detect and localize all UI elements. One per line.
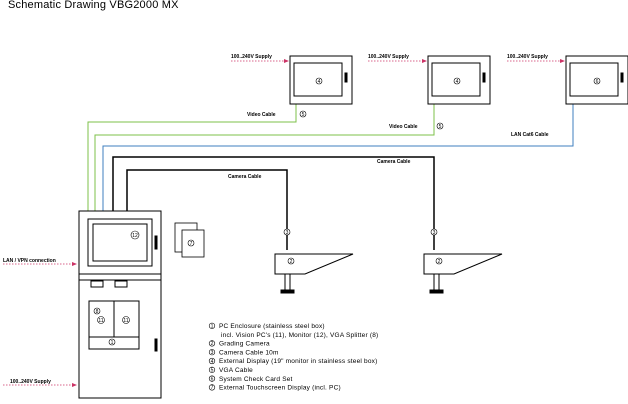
label-lan-vpn: LAN / VPN connection	[3, 258, 56, 264]
marker-enclosure-vga	[93, 307, 101, 315]
marker-video-cable-1-num: 5	[302, 112, 305, 118]
marker-enclosure-pc-2	[122, 316, 130, 324]
marker-video-cable-2-num: 5	[439, 124, 442, 130]
label-camera-cable-1: Camera Cable	[228, 174, 262, 180]
camera-cable-2	[112, 156, 435, 250]
marker-monitor-2-num: 4	[456, 79, 459, 85]
marker-camera-2-num: 2	[438, 259, 441, 265]
marker-camera-2	[435, 257, 443, 265]
marker-enclosure-monitor	[130, 230, 140, 240]
lan-cable	[102, 104, 574, 211]
grading-camera-2	[423, 253, 503, 294]
camera-cable-1	[126, 169, 288, 250]
legend-marker-num: 2	[211, 341, 214, 347]
supply-arrow-1	[231, 59, 289, 63]
marker-camera-cable-1	[283, 228, 291, 236]
legend-marker-num: 4	[211, 359, 214, 365]
marker-camera-cable-2	[430, 228, 438, 236]
marker-enclosure-base-num: 1	[111, 340, 114, 346]
label-camera-cable-2: Camera Cable	[377, 159, 411, 165]
markers	[93, 77, 601, 346]
grading-camera-1	[274, 253, 354, 294]
check-card-set	[174, 222, 205, 258]
marker-monitor-1-num: 4	[318, 79, 321, 85]
legend: 1 PC Enclosure (stainless steel box) incl.…	[208, 322, 378, 392]
marker-monitor-3-num: 6	[596, 79, 599, 85]
legend-item-text: Camera Cable 10m	[219, 349, 279, 356]
marker-enclosure-monitor-num: 12	[132, 233, 138, 239]
supply-main-arrow	[3, 383, 77, 387]
external-touch-display	[565, 55, 628, 105]
marker-numbers: 4 4 6 5 5 3 3 2 2 7 12 8 11 11 1	[96, 79, 599, 346]
external-display-1	[289, 55, 353, 105]
legend-item-text: System Check Card Set	[219, 376, 293, 383]
legend-marker	[208, 384, 216, 391]
marker-monitor-3	[593, 77, 601, 85]
legend-marker	[208, 340, 216, 347]
label-video-cable-1: Video Cable	[247, 112, 276, 118]
legend-item-text: VGA Cable	[219, 367, 253, 374]
marker-monitor-1	[315, 77, 323, 85]
label-supply-3: 100..240V Supply	[507, 54, 548, 60]
marker-enclosure-vga-num: 8	[96, 309, 99, 315]
label-lan-cable: LAN Cat6 Cable	[511, 132, 549, 138]
marker-camera-1	[287, 257, 295, 265]
page-title: Schematic Drawing VBG2000 MX	[8, 0, 179, 11]
marker-check-card-num: 7	[190, 241, 193, 247]
marker-enclosure-pc-1-num: 11	[98, 318, 103, 324]
legend-item-text: External Display (19" monitor in stainle…	[219, 358, 378, 365]
marker-camera-cable-1-num: 3	[286, 230, 289, 236]
video-cable-2	[94, 104, 435, 211]
marker-enclosure-pc-1	[97, 316, 105, 324]
marker-camera-1-num: 2	[290, 259, 293, 265]
marker-video-cable-1	[299, 110, 307, 118]
label-supply-2: 100..240V Supply	[368, 54, 409, 60]
label-supply-main: 100..240V Supply	[10, 379, 51, 385]
legend-marker	[208, 349, 216, 356]
marker-check-card	[187, 239, 195, 247]
legend-marker-num: 3	[211, 350, 214, 356]
lan-vpn-arrow	[3, 262, 77, 266]
legend-item-text: incl. Vision PC's (11), Monitor (12), VG…	[221, 332, 378, 339]
legend-marker	[208, 375, 216, 382]
marker-monitor-2	[453, 77, 461, 85]
label-video-cable-2: Video Cable	[389, 124, 418, 130]
pc-enclosure	[78, 210, 162, 399]
external-display-2	[427, 55, 491, 105]
cable-labels: 100..240V Supply 100..240V Supply 100..2…	[3, 54, 549, 385]
supply-arrow-2	[368, 59, 427, 63]
legend-item-text: PC Enclosure (stainless steel box)	[219, 323, 325, 330]
legend-marker-num: 5	[211, 368, 214, 374]
label-supply-1: 100..240V Supply	[231, 54, 272, 60]
supply-arrow-3	[507, 59, 565, 63]
legend-marker-num: 6	[211, 376, 214, 382]
legend-marker	[208, 357, 216, 365]
legend-marker-num: 1	[211, 324, 214, 330]
legend-item-text: Grading Camera	[219, 341, 270, 348]
video-cable-1	[87, 104, 297, 211]
marker-enclosure-pc-2-num: 11	[123, 318, 128, 324]
marker-video-cable-2	[436, 122, 444, 130]
marker-enclosure-base	[108, 338, 116, 346]
legend-item-text: External Touchscreen Display (incl. PC)	[219, 385, 341, 392]
legend-marker	[208, 322, 216, 329]
legend-marker-num: 7	[211, 385, 214, 391]
marker-camera-cable-2-num: 3	[433, 230, 436, 236]
legend-marker	[208, 366, 216, 373]
